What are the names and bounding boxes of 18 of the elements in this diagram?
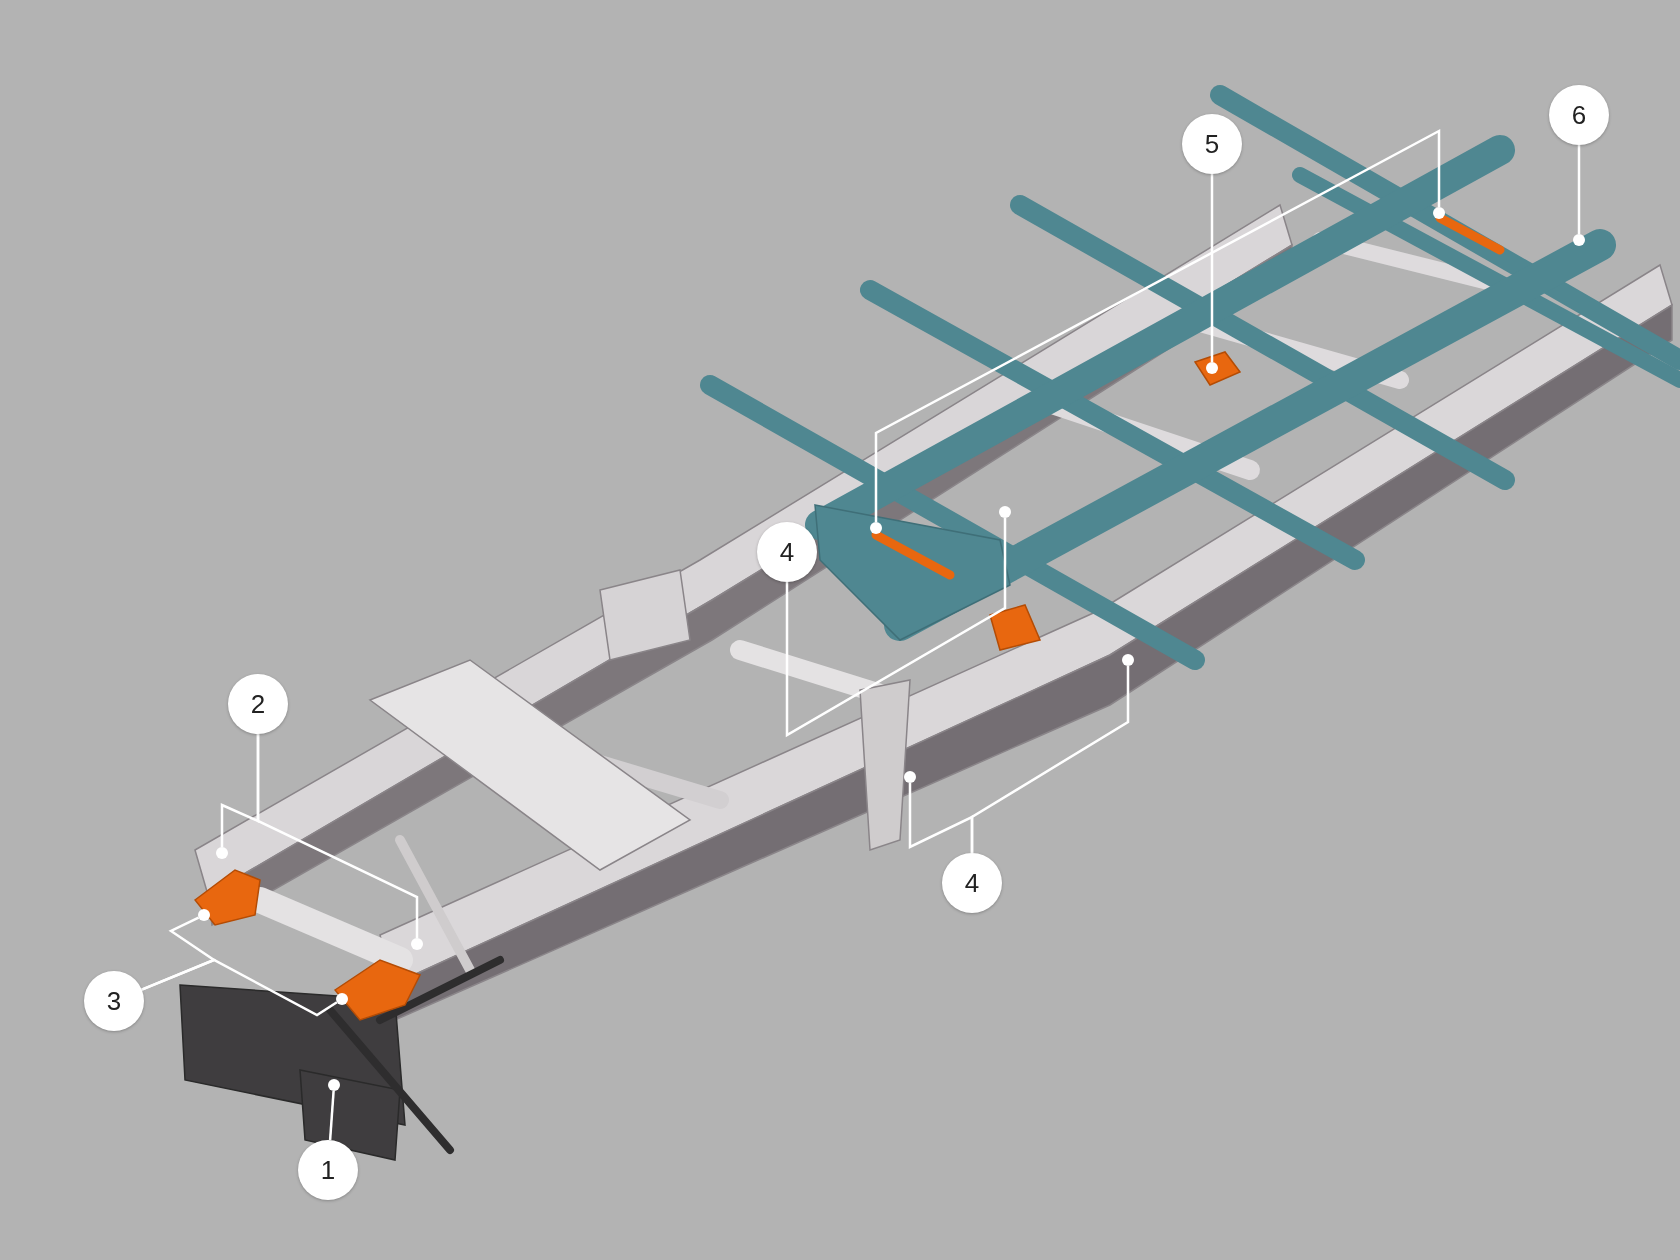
target-dot [999,506,1011,518]
target-dot [198,909,210,921]
callout-number: 6 [1549,85,1609,145]
callout-number: 4 [942,853,1002,913]
leader-line [874,128,1441,522]
leader-line [970,666,1130,853]
leader-line [1210,174,1214,362]
leader-line [785,518,1007,738]
target-dot [1573,234,1585,246]
leader-line [141,958,338,1017]
callout-number: 1 [298,1140,358,1200]
callout-number: 5 [1182,114,1242,174]
leader-line [1577,145,1581,234]
callout-number: 2 [228,674,288,734]
callout-number: 3 [84,971,144,1031]
leader-line [328,1090,335,1141]
leader-line [256,734,419,938]
target-dot [1433,207,1445,219]
